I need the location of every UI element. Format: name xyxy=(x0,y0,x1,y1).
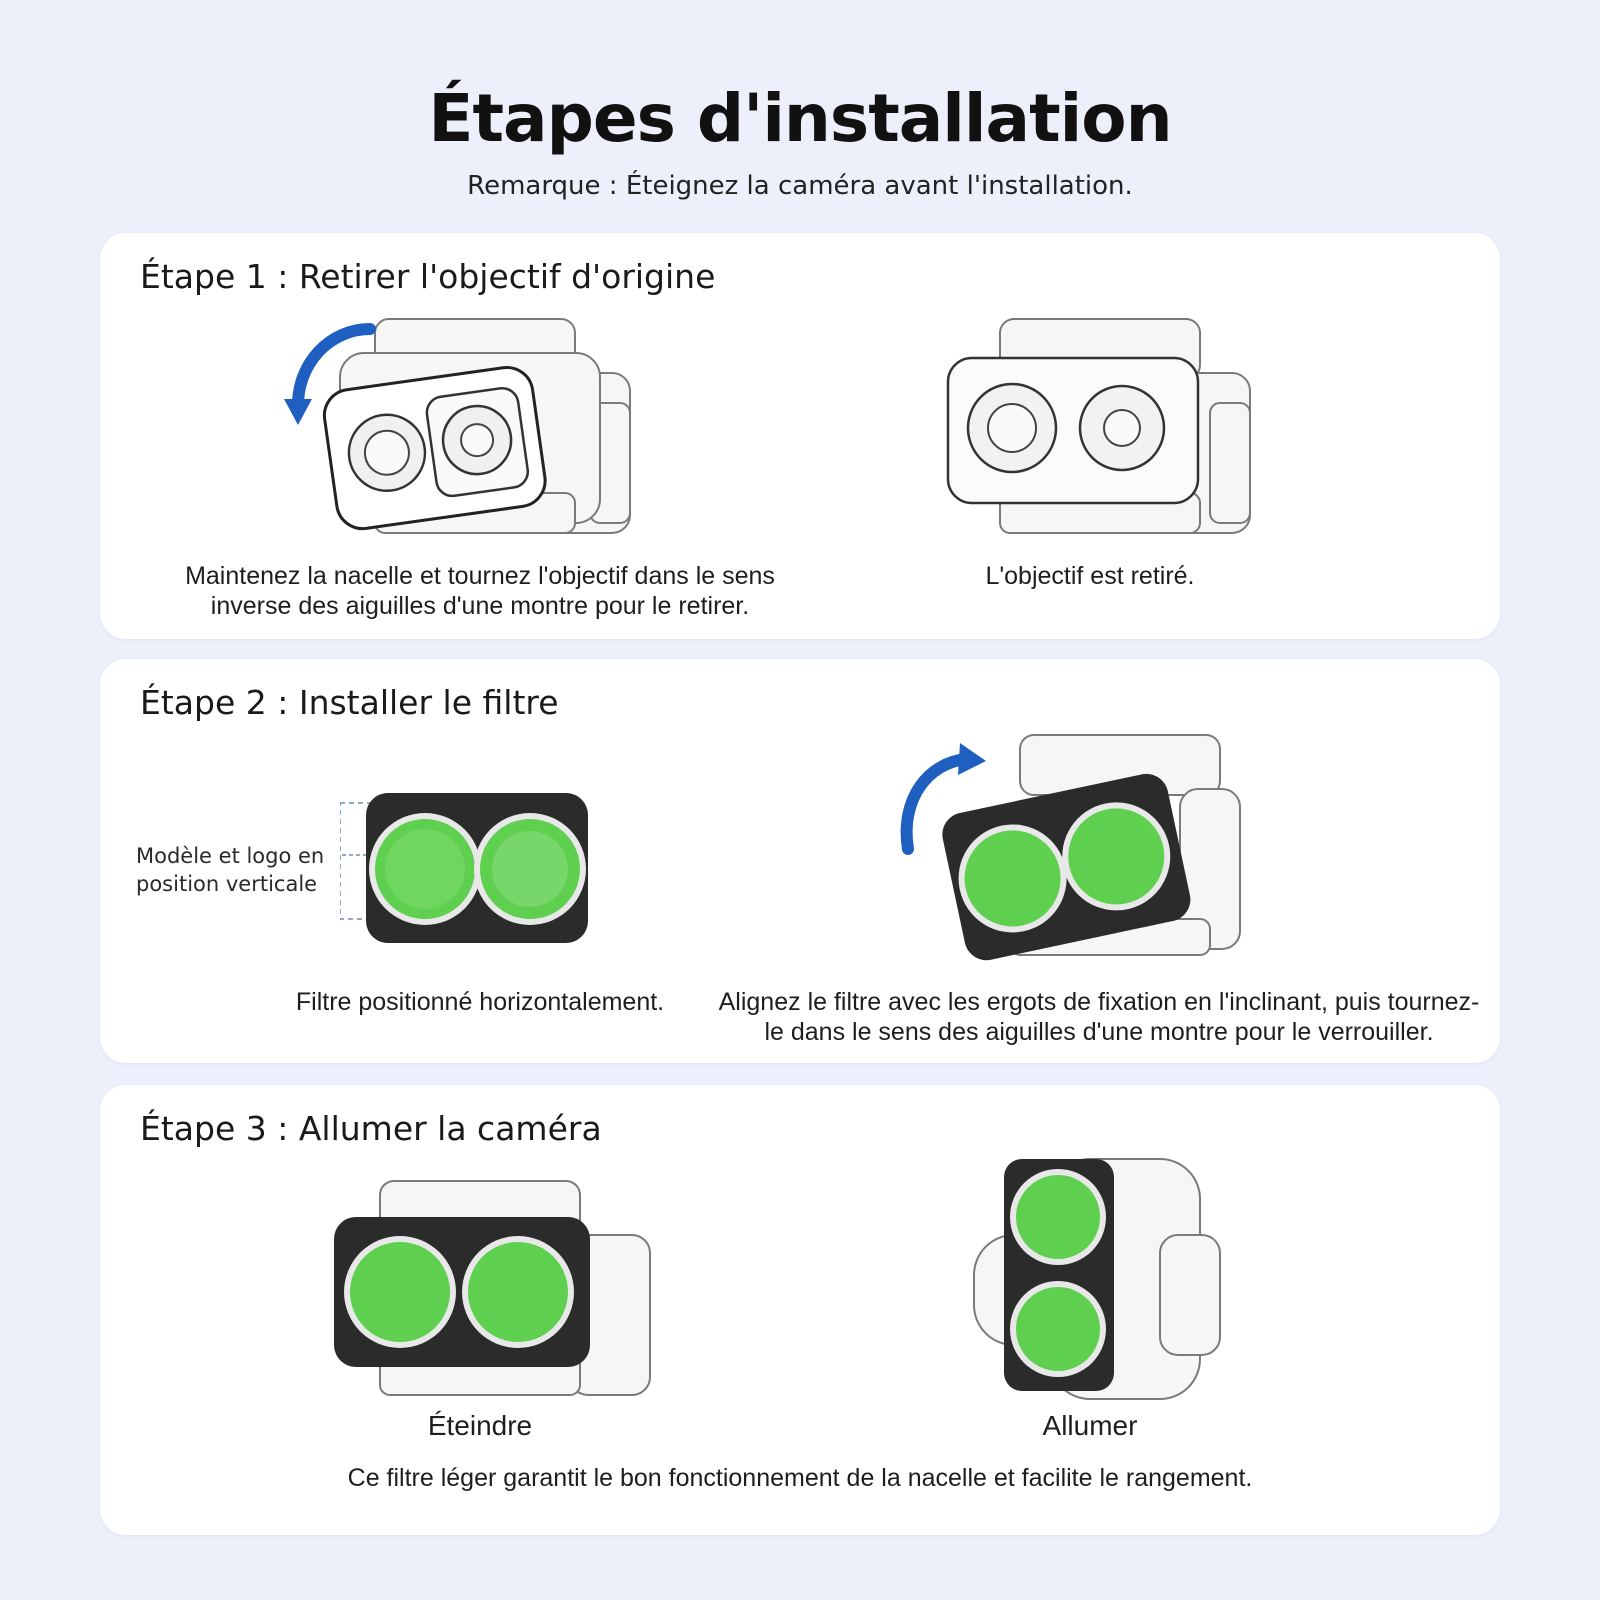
camera-on-label: Allumer xyxy=(1042,1410,1138,1441)
camera-off-label: Éteindre xyxy=(427,1410,533,1441)
gimbal-lens-removed-illustration xyxy=(946,318,1251,534)
step-2-card: Étape 2 : Installer le filtre Modèle et … xyxy=(100,659,1500,1063)
step-1-left-caption: Maintenez la nacelle et tournez l'object… xyxy=(185,562,775,620)
step-3-card: Étape 3 : Allumer la caméra Éteindre All… xyxy=(100,1085,1500,1535)
step-3-footer-caption: Ce filtre léger garantit le bon fonction… xyxy=(347,1464,1253,1492)
filter-orientation-label: Modèle et logo en position verticale xyxy=(136,844,325,896)
step-1-right-caption: L'objectif est retiré. xyxy=(985,562,1195,590)
rotate-clockwise-arrow-icon xyxy=(900,753,972,855)
step-2-title: Étape 2 : Installer le filtre xyxy=(140,683,559,722)
step-1-title: Étape 1 : Retirer l'objectif d'origine xyxy=(140,257,716,296)
gimbal-lens-removal-illustration xyxy=(284,318,631,534)
filter-horizontal-illustration xyxy=(340,793,588,943)
page-title: Étapes d'installation xyxy=(428,80,1172,157)
installation-note: Remarque : Éteignez la caméra avant l'in… xyxy=(467,171,1133,201)
step-2-right-caption: Alignez le filtre avec les ergots de fix… xyxy=(718,988,1480,1046)
step-1-card: Étape 1 : Retirer l'objectif d'origine xyxy=(100,233,1500,639)
camera-off-illustration xyxy=(334,1180,651,1396)
page-header: Étapes d'installation Remarque : Éteigne… xyxy=(0,80,1600,201)
rotate-counterclockwise-arrow-icon xyxy=(292,323,376,411)
step-2-left-caption: Filtre positionné horizontalement. xyxy=(295,988,665,1016)
filter-tilted-install-illustration xyxy=(900,734,1241,961)
step-3-title: Étape 3 : Allumer la caméra xyxy=(140,1109,602,1148)
camera-on-illustration xyxy=(973,1158,1221,1400)
